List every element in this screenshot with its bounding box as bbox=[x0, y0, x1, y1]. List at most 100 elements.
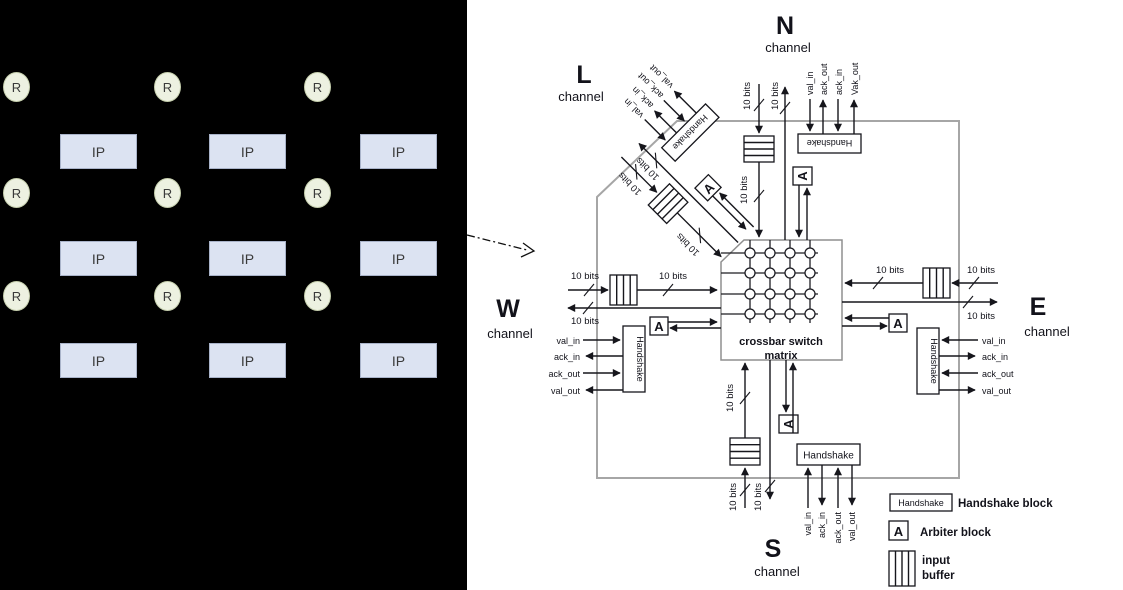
ip-core-node: IP bbox=[360, 241, 437, 276]
crossbar-label-line2: matrix bbox=[764, 350, 798, 362]
zoom-callout-arrowhead bbox=[520, 242, 536, 258]
ack-in-line bbox=[654, 110, 678, 134]
bitwidth-tick bbox=[764, 479, 776, 493]
legend-handshake-box bbox=[889, 493, 953, 512]
handshake-block: Handshake bbox=[797, 133, 862, 154]
signal-label: val_out bbox=[847, 512, 857, 542]
crosspoint bbox=[784, 288, 796, 300]
handshake-box bbox=[797, 133, 862, 154]
signal-label: ack_in bbox=[982, 352, 1008, 362]
handshake-text: Handshake bbox=[929, 338, 939, 384]
channel-name: E bbox=[1030, 293, 1047, 321]
crosspoint bbox=[784, 247, 796, 259]
zoom-callout-arrow bbox=[466, 234, 528, 251]
val-out-line bbox=[673, 90, 697, 114]
handshake-box bbox=[796, 443, 861, 466]
val-in-line bbox=[644, 118, 666, 141]
signal-label: ack_out bbox=[819, 63, 829, 95]
channel-name: N bbox=[776, 12, 794, 40]
router-node: R bbox=[3, 72, 30, 102]
bitwidth-tick bbox=[583, 283, 595, 297]
bitwidth-tick bbox=[872, 276, 884, 290]
bits-label: 10 bits bbox=[728, 483, 739, 511]
bitwidth-tick bbox=[634, 163, 638, 180]
ip-core-node: IP bbox=[209, 241, 286, 276]
legend-arbiter-label: Arbiter block bbox=[920, 527, 992, 539]
channel-sublabel: channel bbox=[754, 564, 800, 579]
crosspoint bbox=[764, 247, 776, 259]
input-buffer bbox=[729, 437, 761, 466]
bitwidth-tick bbox=[739, 391, 751, 405]
bitwidth-tick bbox=[662, 283, 674, 297]
crossbar-label-line1: crossbar switch bbox=[739, 336, 823, 348]
handshake-block: Handshake bbox=[622, 325, 646, 393]
south-channel: S channel 10 bits 10 bits 10 bits A bbox=[725, 360, 861, 579]
arbiter-block: A bbox=[694, 173, 723, 202]
legend-arbiter-box bbox=[888, 520, 909, 541]
bitwidth-tick bbox=[582, 301, 594, 315]
signal-label: ack_out bbox=[548, 369, 580, 379]
crosspoint bbox=[764, 267, 776, 279]
data-out-line bbox=[638, 142, 739, 244]
signal-label: ack_in bbox=[817, 512, 827, 538]
handshake-block: Handshake bbox=[796, 443, 861, 466]
arbiter-block: A bbox=[649, 316, 669, 336]
router-node: R bbox=[3, 281, 30, 311]
bits-label: 10 bits bbox=[634, 155, 662, 183]
legend-buffer-symbol bbox=[888, 550, 916, 587]
input-buffer bbox=[609, 274, 638, 306]
input-buffer bbox=[743, 135, 775, 163]
legend-handshake-symbol: Handshake bbox=[898, 498, 944, 508]
crosspoint bbox=[804, 288, 816, 300]
router-node: R bbox=[304, 281, 331, 311]
crosspoint bbox=[744, 267, 756, 279]
handshake-box bbox=[916, 327, 940, 395]
west-channel: W channel 10 bits 10 bits 10 bits A bbox=[487, 271, 721, 396]
signal-label: val_in bbox=[556, 336, 580, 346]
crosspoint bbox=[784, 308, 796, 320]
signal-label: val_out bbox=[551, 386, 581, 396]
arbiter-block: A bbox=[792, 166, 813, 186]
bitwidth-tick bbox=[698, 227, 702, 244]
legend-buffer-label-line1: input bbox=[922, 555, 950, 567]
channel-sublabel: channel bbox=[558, 89, 604, 104]
crosspoint bbox=[784, 267, 796, 279]
north-channel: N channel 10 bits 10 bits 10 bits A bbox=[739, 12, 862, 240]
arbiter-block: A bbox=[888, 313, 908, 333]
crosspoint bbox=[744, 308, 756, 320]
ack-out-line bbox=[663, 99, 685, 122]
arbiter-letter: A bbox=[893, 316, 903, 331]
bits-label: 10 bits bbox=[876, 265, 904, 276]
crosspoint bbox=[744, 288, 756, 300]
arbiter-box bbox=[649, 316, 669, 336]
ip-core-node: IP bbox=[60, 134, 137, 169]
crosspoint bbox=[804, 247, 816, 259]
buffer-stripe bbox=[652, 187, 675, 211]
arbiter-letter: A bbox=[654, 319, 664, 334]
data-in-line bbox=[676, 212, 722, 258]
bitwidth-tick bbox=[739, 483, 751, 497]
channel-sublabel: channel bbox=[487, 326, 533, 341]
handshake-box bbox=[622, 325, 646, 393]
crosspoint bbox=[804, 267, 816, 279]
input-buffer bbox=[647, 182, 689, 225]
router-node: R bbox=[304, 178, 331, 208]
signal-label: val_out bbox=[982, 386, 1012, 396]
east-channel: E channel 10 bits 10 bits 10 bits A bbox=[842, 265, 1070, 396]
signal-label: ack_in bbox=[834, 69, 844, 95]
crosspoint bbox=[744, 247, 756, 259]
ip-core-node: IP bbox=[360, 343, 437, 378]
arbiter-box bbox=[694, 173, 723, 202]
bits-label: 10 bits bbox=[742, 82, 753, 110]
arbiter-box bbox=[888, 313, 908, 333]
arbiter-box bbox=[792, 166, 813, 186]
legend-buffer-label-line2: buffer bbox=[922, 570, 955, 582]
bits-label: 10 bits bbox=[753, 483, 764, 511]
crossbar-to-arbiter-line bbox=[719, 192, 755, 228]
ip-core-node: IP bbox=[209, 134, 286, 169]
bitwidth-tick bbox=[753, 189, 765, 203]
arbiter-letter: A bbox=[795, 171, 810, 181]
arbiter-block: A bbox=[778, 414, 799, 434]
ip-core-node: IP bbox=[360, 134, 437, 169]
